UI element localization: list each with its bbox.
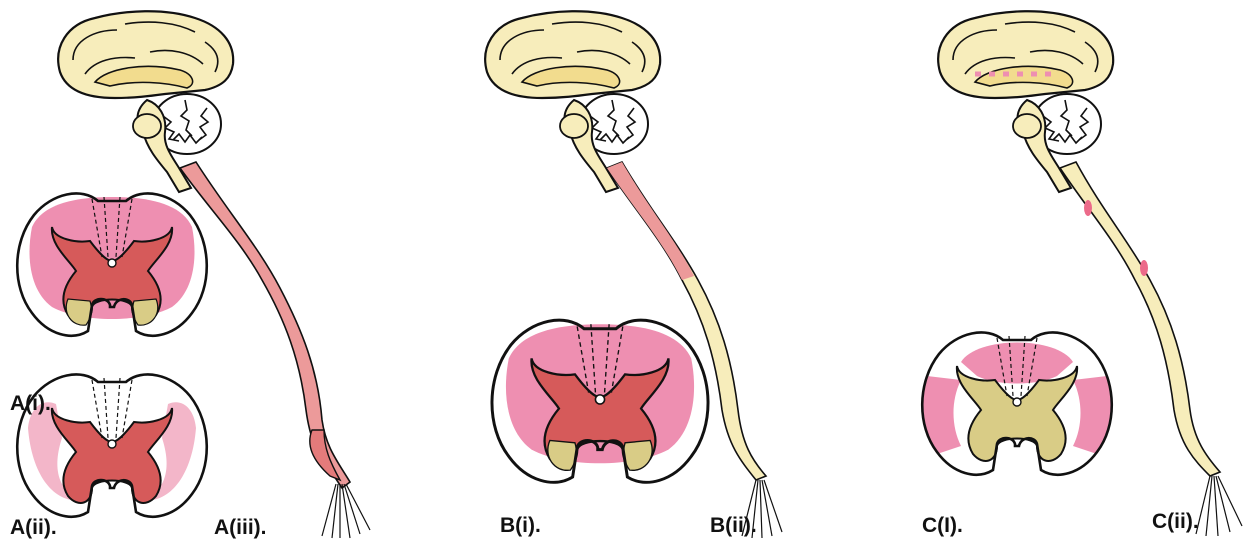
- label-c-i: C(I).: [922, 514, 963, 537]
- label-a-iii: A(iii).: [214, 516, 267, 539]
- label-a-ii: A(ii).: [10, 516, 57, 539]
- brain-a: [58, 11, 233, 192]
- label-a-i: A(i).: [10, 392, 51, 415]
- cauda-equina-c: [1196, 476, 1242, 536]
- cauda-equina-a: [322, 484, 370, 538]
- label-b-i: B(i).: [500, 514, 541, 537]
- panel-c: C(I). C(ii).: [922, 11, 1242, 537]
- brain-c: [938, 11, 1113, 192]
- cross-section-b-i: [492, 320, 708, 482]
- panel-a: A(i). A(ii). A(iii).: [10, 11, 370, 539]
- label-c-ii: C(ii).: [1152, 510, 1199, 533]
- cross-section-c-i: [922, 332, 1112, 474]
- panel-b: B(i). B(ii).: [485, 11, 782, 538]
- brain-b: [485, 11, 660, 192]
- cross-section-a-i: [17, 193, 207, 335]
- label-b-ii: B(ii).: [710, 514, 757, 537]
